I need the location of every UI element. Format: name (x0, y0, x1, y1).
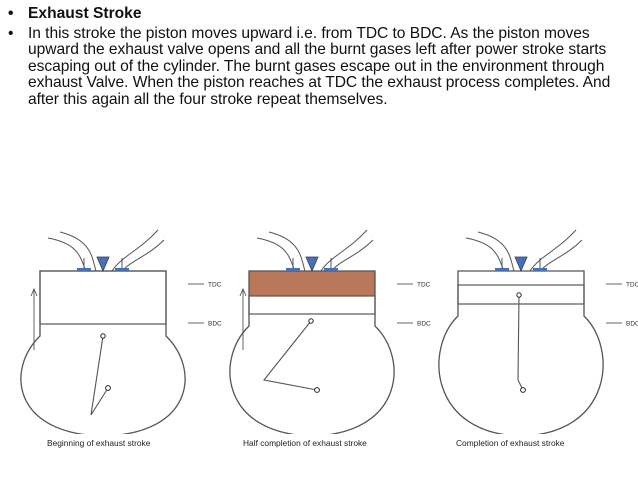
exhaust-valve (115, 268, 129, 271)
piston (248, 295, 376, 315)
intake-valve (77, 268, 91, 271)
intake-port (47, 237, 87, 272)
arrow-head (239, 287, 247, 297)
engine-diagram-3: TDC BDC (438, 229, 638, 434)
caption-completion: Completion of exhaust stroke (456, 438, 565, 448)
arrow-head (30, 287, 38, 297)
caption-half: Half completion of exhaust stroke (243, 438, 367, 448)
piston-pin (516, 292, 522, 298)
piston (39, 270, 167, 325)
burnt-gas-region (249, 271, 375, 296)
connecting-rod (517, 294, 524, 391)
exhaust-port (320, 229, 368, 272)
slide-title: Exhaust Stroke (28, 5, 142, 22)
engine-diagram-2: TDC BDC (229, 229, 431, 434)
exhaust-valve (533, 268, 547, 271)
bullet-dot: • (8, 5, 14, 22)
spark-plug (96, 256, 110, 273)
bullet-title: • Exhaust Stroke (8, 5, 630, 23)
intake-port (256, 237, 296, 272)
bullet-dot: • (8, 24, 14, 42)
piston-pin (308, 318, 314, 324)
tdc-label: TDC (417, 282, 431, 289)
bullet-list: • Exhaust Stroke • In this stroke the pi… (8, 5, 630, 109)
crankcase (438, 304, 604, 434)
crankcase (20, 324, 186, 434)
connecting-rod (263, 320, 318, 391)
exhaust-port (111, 229, 159, 272)
bullet-body: • In this stroke the piston moves upward… (8, 24, 630, 109)
spark-plug (514, 256, 528, 273)
exhaust-valve (324, 268, 338, 271)
intake-port (268, 231, 306, 272)
intake-port (465, 237, 505, 272)
tdc-label: TDC (626, 282, 638, 289)
intake-valve (286, 268, 300, 271)
bdc-label: BDC (208, 321, 222, 328)
intake-valve (495, 268, 509, 271)
intake-port (59, 231, 97, 272)
piston-pin (100, 333, 106, 339)
crankcase (229, 314, 395, 434)
bdc-label: BDC (417, 321, 431, 328)
crank-pin (105, 385, 111, 391)
engine-diagrams: TDC BDC TDC BDC TDC BDC (20, 229, 638, 434)
engine-diagram-1: TDC BDC (20, 229, 222, 434)
intake-port (477, 231, 515, 272)
tdc-label: TDC (208, 282, 222, 289)
caption-beginning: Beginning of exhaust stroke (47, 438, 151, 448)
bdc-label: BDC (626, 321, 638, 328)
slide-body-text: In this stroke the piston moves upward i… (28, 24, 611, 108)
connecting-rod (90, 335, 109, 416)
spark-plug (305, 256, 319, 273)
exhaust-port (529, 229, 577, 272)
crank-pin (520, 387, 526, 393)
crank-pin (314, 387, 320, 393)
